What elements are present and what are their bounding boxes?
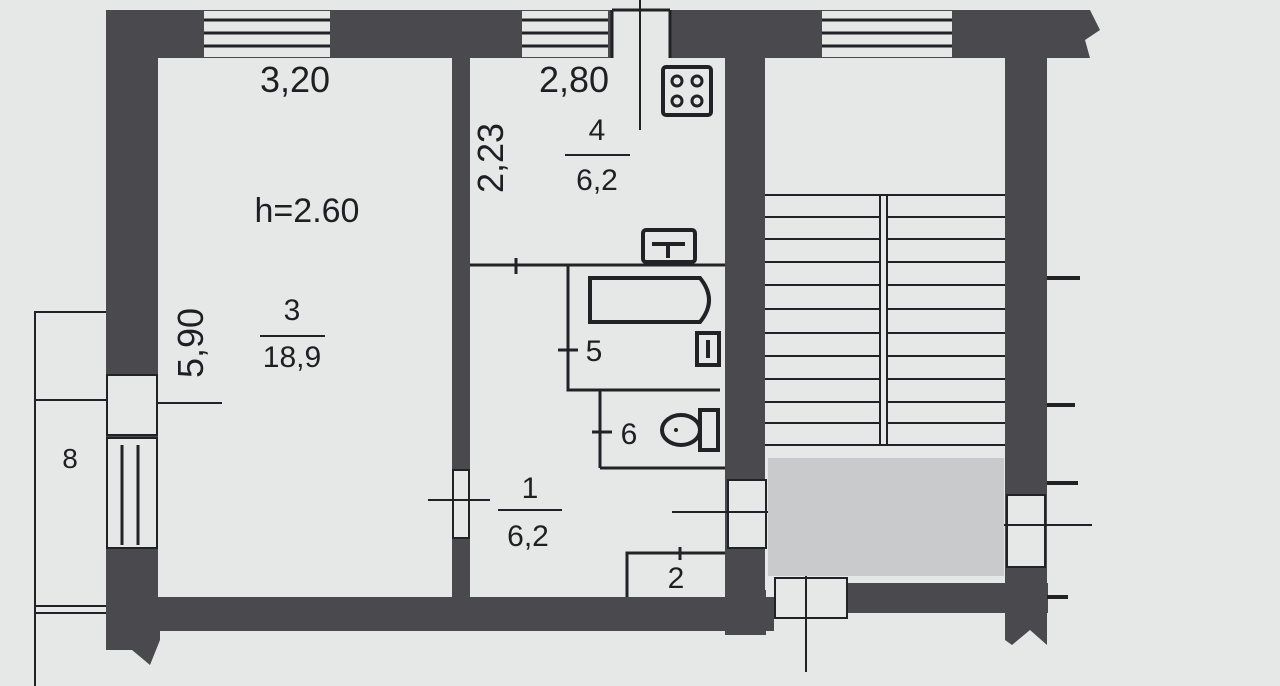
partition-3-1 xyxy=(452,55,470,597)
window-room4 xyxy=(522,11,608,57)
room6-number: 6 xyxy=(621,418,638,451)
room8-number: 8 xyxy=(62,443,78,474)
door-entrance xyxy=(727,479,767,549)
dim-room4-width: 2,80 xyxy=(539,59,609,100)
labels: 3,20 2,80 2,23 5,90 h=2.60 4 6,2 3 18,9 … xyxy=(62,59,684,595)
bottom-wall xyxy=(106,597,774,631)
balcony xyxy=(34,311,106,686)
window-stair xyxy=(822,11,952,57)
door-stair-bottom xyxy=(774,577,848,619)
window-room3 xyxy=(204,11,330,57)
room3-number: 3 xyxy=(284,294,301,327)
room5-number: 5 xyxy=(586,335,603,368)
room1-number: 1 xyxy=(522,472,539,505)
door-stair-right xyxy=(1006,494,1046,568)
column-base-right xyxy=(728,590,766,635)
sink-icon xyxy=(641,228,697,264)
right-wall-bottom xyxy=(1005,600,1047,645)
redacted-area xyxy=(768,458,1004,576)
dim-room3-width: 3,20 xyxy=(260,59,330,100)
toilet-icon xyxy=(660,408,720,452)
windows xyxy=(106,0,952,549)
window-balcony xyxy=(106,374,158,549)
door-room3 xyxy=(452,469,470,539)
interior-lines xyxy=(470,258,725,597)
room4-number: 4 xyxy=(589,114,606,147)
vent-shaft xyxy=(610,0,672,130)
staircase xyxy=(765,194,1080,599)
room1-area: 6,2 xyxy=(507,520,549,553)
doors xyxy=(428,469,1092,672)
ceiling-height-label: h=2.60 xyxy=(255,192,360,230)
room2-number: 2 xyxy=(668,562,685,595)
stove-icon xyxy=(661,65,713,117)
room4-area: 6,2 xyxy=(576,164,618,197)
dim-room4-depth: 2,23 xyxy=(470,123,511,193)
room3-area: 18,9 xyxy=(263,341,321,374)
bathtub-icon xyxy=(588,276,721,367)
dim-room3-depth: 5,90 xyxy=(170,308,211,378)
